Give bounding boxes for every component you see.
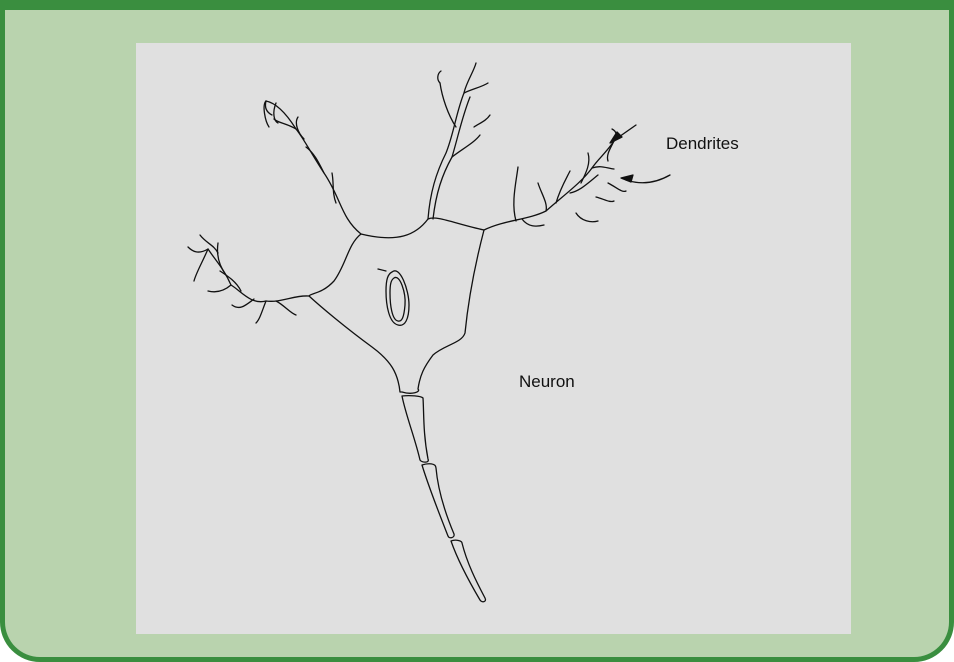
dendrite-upper-middle bbox=[428, 63, 490, 219]
dendrite-left bbox=[188, 235, 309, 323]
neuron-illustration bbox=[136, 43, 851, 634]
dendrites-label: Dendrites bbox=[666, 134, 739, 154]
dendrite-arrows bbox=[610, 125, 670, 183]
dendrite-upper-right bbox=[484, 129, 626, 230]
cell-body bbox=[309, 218, 484, 393]
dendrite-upper-left bbox=[264, 101, 361, 234]
neuron-label: Neuron bbox=[519, 372, 575, 392]
nucleus bbox=[378, 269, 409, 325]
diagram-panel: Dendrites Neuron bbox=[136, 43, 851, 634]
axon bbox=[402, 396, 485, 602]
